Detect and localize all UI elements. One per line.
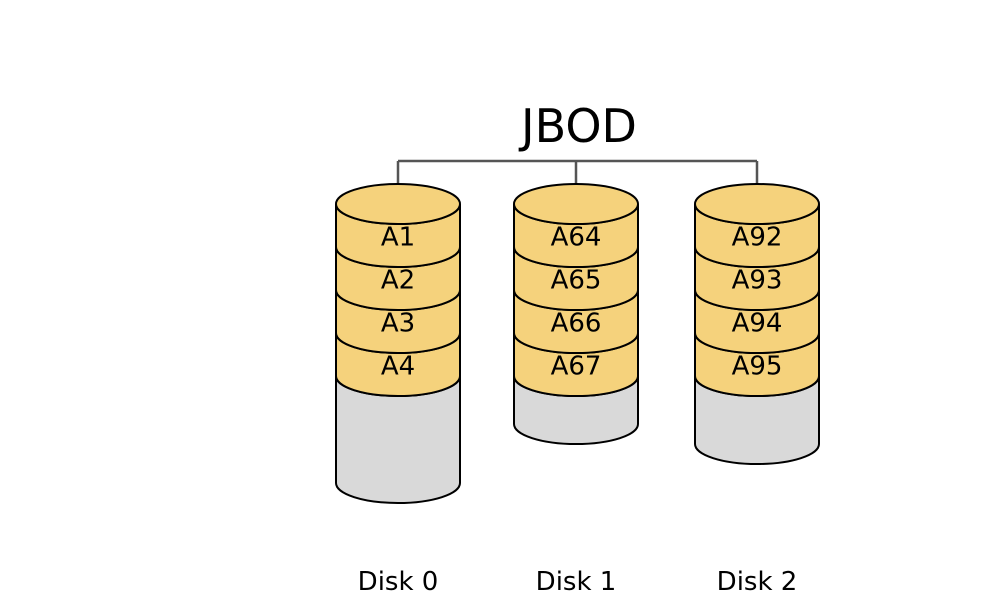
disk-label: Disk 0	[358, 567, 439, 597]
block-label: A1	[381, 223, 415, 253]
block-label: A67	[551, 352, 602, 382]
block-label: A95	[732, 352, 783, 382]
disk-label: Disk 1	[536, 567, 617, 597]
disk-label: Disk 2	[717, 567, 798, 597]
block-label: A66	[551, 309, 602, 339]
disk-top-cap	[694, 183, 820, 225]
block-label: A4	[381, 352, 415, 382]
block-label: A92	[732, 223, 783, 253]
block-label: A94	[732, 309, 783, 339]
block-label: A2	[381, 266, 415, 296]
block-label: A64	[551, 223, 602, 253]
block-label: A93	[732, 266, 783, 296]
block-label: A3	[381, 309, 415, 339]
diagram-title: JBOD	[518, 99, 637, 153]
disk-top-cap	[513, 183, 639, 225]
disk-top-cap	[335, 183, 461, 225]
block-label: A65	[551, 266, 602, 296]
